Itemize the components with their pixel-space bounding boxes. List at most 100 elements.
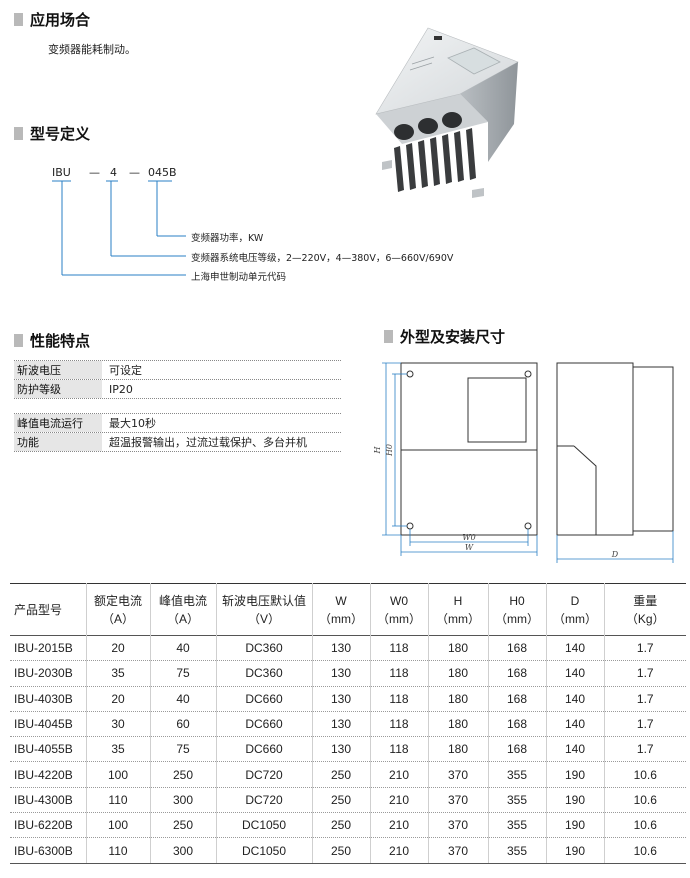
table-cell: 110	[86, 837, 151, 864]
table-cell: 180	[428, 635, 489, 662]
table-cell: 210	[370, 787, 429, 814]
feature-value: 超温报警输出，过流过载保护、多台并机	[109, 436, 307, 449]
table-cell: 250	[312, 812, 371, 839]
table-cell: 118	[370, 711, 429, 738]
application-text: 变频器能耗制动。	[48, 43, 136, 56]
table-cell: 190	[546, 812, 605, 839]
table-cell: 1.7	[604, 660, 686, 687]
model-code-part3: 045B	[148, 166, 177, 179]
col-header-h0: H0（mm）	[488, 583, 547, 636]
table-cell: DC720	[216, 761, 313, 788]
table-cell: 130	[312, 686, 371, 712]
outline-drawing: H H0 W0 W D	[374, 362, 674, 563]
table-cell: 130	[312, 711, 371, 738]
table-cell: DC660	[216, 736, 313, 763]
table-cell: 210	[370, 837, 429, 864]
dim-label-h: H	[374, 445, 382, 454]
table-cell-model: IBU-6220B	[10, 812, 87, 839]
feature-row: 峰值电流运行 最大10秒	[14, 414, 341, 433]
model-legend-lines	[52, 180, 186, 276]
table-cell: 180	[428, 686, 489, 712]
feature-value: IP20	[109, 382, 133, 396]
section-marker	[14, 334, 23, 347]
table-cell: 180	[428, 711, 489, 738]
table-cell: 30	[86, 711, 151, 738]
model-legend-code: 上海申世制动单元代码	[191, 272, 287, 283]
table-cell-model: IBU-6300B	[10, 837, 87, 864]
table-cell: 180	[428, 660, 489, 687]
table-cell: 190	[546, 761, 605, 788]
table-cell: 140	[546, 635, 605, 662]
table-cell: 75	[150, 660, 217, 687]
table-cell: 130	[312, 635, 371, 662]
table-cell: 35	[86, 736, 151, 763]
table-cell: 75	[150, 736, 217, 763]
col-header-d: D（mm）	[546, 583, 605, 636]
feature-key: 斩波电压	[14, 361, 102, 379]
table-cell: DC360	[216, 660, 313, 687]
table-cell: 370	[428, 761, 489, 788]
table-cell-model: IBU-2015B	[10, 635, 87, 662]
table-cell: 190	[546, 787, 605, 814]
feature-value: 最大10秒	[109, 417, 156, 430]
table-cell: 118	[370, 660, 429, 687]
table-cell: 250	[312, 787, 371, 814]
table-cell: 168	[488, 686, 547, 712]
feature-key: 功能	[14, 433, 102, 451]
table-cell-model: IBU-4030B	[10, 686, 87, 712]
table-cell: 140	[546, 686, 605, 712]
table-cell-model: IBU-4045B	[10, 711, 87, 738]
model-code-part2: 4	[110, 166, 117, 179]
table-cell: 355	[488, 812, 547, 839]
table-cell: 40	[150, 635, 217, 662]
col-header-peak-current: 峰值电流（A）	[150, 583, 217, 636]
table-cell: 168	[488, 660, 547, 687]
table-cell: 40	[150, 686, 217, 712]
table-cell: 168	[488, 736, 547, 763]
table-cell: 118	[370, 635, 429, 662]
table-cell: 168	[488, 711, 547, 738]
section-marker	[384, 330, 393, 343]
table-cell: 118	[370, 686, 429, 712]
table-cell: 250	[312, 837, 371, 864]
col-header-w0: W0（mm）	[370, 583, 429, 636]
model-code-dash2: —	[129, 166, 140, 179]
dim-label-d: D	[611, 550, 619, 559]
table-cell: 140	[546, 660, 605, 687]
table-cell: 190	[546, 837, 605, 864]
col-header-model: 产品型号	[10, 583, 87, 636]
section-marker	[14, 13, 23, 26]
table-cell: 140	[546, 736, 605, 763]
feature-row: 防护等级 IP20	[14, 380, 341, 399]
table-cell: 1.7	[604, 635, 686, 662]
model-code-dash1: —	[89, 166, 100, 179]
section-heading-model-definition: 型号定义	[14, 123, 90, 144]
feature-row: 功能 超温报警输出，过流过载保护、多台并机	[14, 433, 341, 452]
col-header-rated-current: 额定电流（A）	[86, 583, 151, 636]
table-cell: 130	[312, 736, 371, 763]
table-cell: 300	[150, 787, 217, 814]
table-cell: 355	[488, 837, 547, 864]
table-cell: 140	[546, 711, 605, 738]
table-cell: 10.6	[604, 837, 686, 864]
table-cell: 20	[86, 686, 151, 712]
table-cell: 100	[86, 812, 151, 839]
table-cell: DC360	[216, 635, 313, 662]
table-cell: 355	[488, 761, 547, 788]
col-header-h: H（mm）	[428, 583, 489, 636]
section-heading-application: 应用场合	[14, 9, 90, 30]
table-cell: DC660	[216, 686, 313, 712]
table-cell-model: IBU-4300B	[10, 787, 87, 814]
feature-key: 防护等级	[14, 380, 102, 398]
table-cell: 110	[86, 787, 151, 814]
